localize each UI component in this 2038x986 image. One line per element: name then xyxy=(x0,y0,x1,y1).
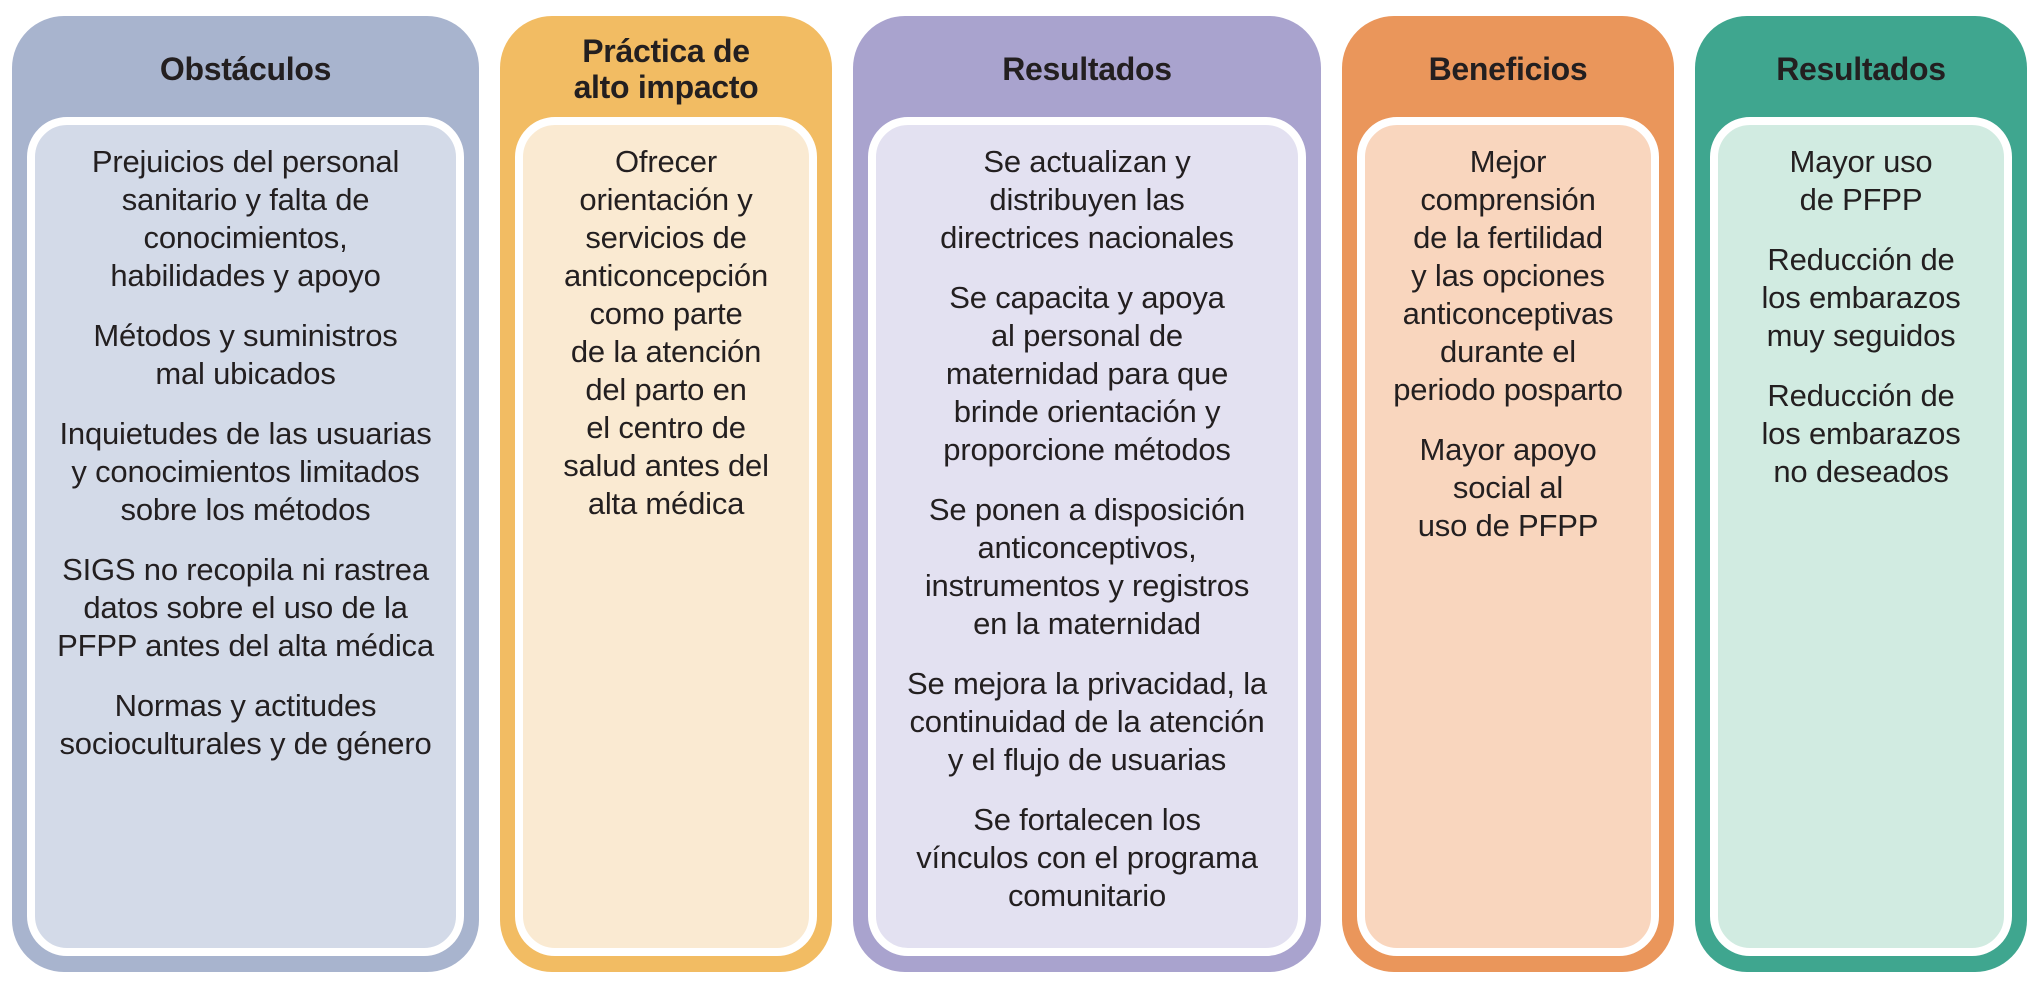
list-item: Se mejora la privacidad, la continuidad … xyxy=(907,666,1267,777)
list-item: Mayor uso de PFPP xyxy=(1789,144,1933,217)
list-item: Inquietudes de las usuarias y conocimien… xyxy=(59,416,432,527)
list-item: Métodos y suministros mal ubicados xyxy=(93,318,398,391)
list-item: Reducción de los embarazos muy seguidos xyxy=(1761,242,1961,353)
column-beneficios: Beneficios Mejor comprensión de la ferti… xyxy=(1342,16,1674,972)
column-title: Beneficios xyxy=(1428,50,1588,87)
list-item: Reducción de los embarazos no deseados xyxy=(1761,378,1961,489)
list-item: Se ponen a disposición anticonceptivos, … xyxy=(924,492,1250,641)
list-item: Mejor comprensión de la fertilidad y las… xyxy=(1393,144,1623,407)
list-item: SIGS no recopila ni rastrea datos sobre … xyxy=(57,552,434,663)
column-title: Resultados xyxy=(1002,50,1172,87)
list-item: Normas y actitudes socioculturales y de … xyxy=(59,688,432,761)
column-content: Se actualizan y distribuyen las directri… xyxy=(868,117,1306,956)
list-item: Se capacita y apoya al personal de mater… xyxy=(943,280,1231,467)
column-content: Ofrecer orientación y servicios de antic… xyxy=(515,117,817,956)
column-practica: Práctica de alto impacto Ofrecer orienta… xyxy=(500,16,832,972)
list-item: Se actualizan y distribuyen las directri… xyxy=(940,144,1234,255)
column-content: Mayor uso de PFPP Reducción de los embar… xyxy=(1710,117,2012,956)
column-resultados-2: Resultados Mayor uso de PFPP Reducción d… xyxy=(1695,16,2027,972)
column-title: Resultados xyxy=(1776,50,1946,87)
list-item: Se fortalecen los vínculos con el progra… xyxy=(916,802,1258,913)
column-title: Obstáculos xyxy=(159,50,332,87)
column-resultados-1: Resultados Se actualizan y distribuyen l… xyxy=(853,16,1321,972)
column-obstaculos: Obstáculos Prejuicios del personal sanit… xyxy=(12,16,479,972)
list-item: Ofrecer orientación y servicios de antic… xyxy=(563,144,769,521)
column-content: Prejuicios del personal sanitario y falt… xyxy=(27,117,464,956)
column-title: Práctica de alto impacto xyxy=(573,32,759,105)
list-item: Mayor apoyo social al uso de PFPP xyxy=(1417,432,1599,543)
column-content: Mejor comprensión de la fertilidad y las… xyxy=(1357,117,1659,956)
list-item: Prejuicios del personal sanitario y falt… xyxy=(91,144,400,293)
